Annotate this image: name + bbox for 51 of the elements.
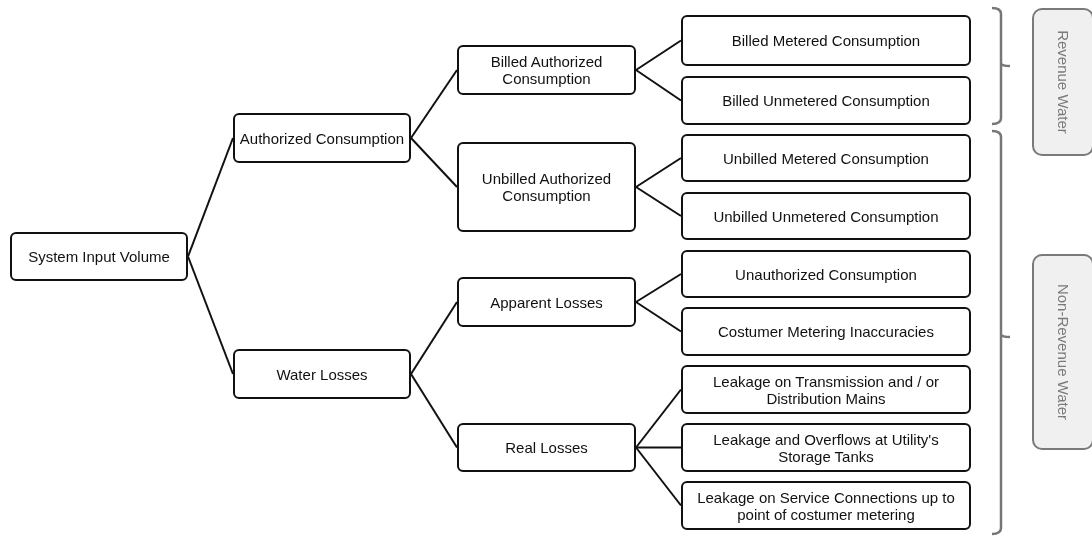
node-label: Apparent Losses bbox=[490, 293, 603, 311]
node-label: Billed Metered Consumption bbox=[731, 32, 921, 49]
process-box bbox=[681, 76, 971, 125]
node-label: Unbilled Metered Consumption bbox=[723, 149, 929, 167]
process-box bbox=[681, 423, 971, 472]
process-box bbox=[681, 307, 971, 356]
connector-line bbox=[635, 39, 682, 71]
connector-line bbox=[635, 273, 682, 303]
process-box bbox=[681, 250, 971, 298]
process-box bbox=[233, 349, 411, 399]
node-label: Billed Authorized Consumption bbox=[489, 53, 604, 87]
connector-line bbox=[635, 388, 682, 449]
connector-line bbox=[187, 137, 234, 258]
node-label: Costumer Metering Inaccuracies bbox=[718, 323, 934, 340]
node-label: Leakage and Overflows at Utility's Storage Tanks bbox=[712, 430, 940, 465]
process-box bbox=[681, 134, 971, 182]
connector-line bbox=[410, 301, 458, 375]
connector-line bbox=[187, 255, 234, 375]
node-label: Unbilled Authorized Consumption bbox=[480, 170, 613, 204]
process-box bbox=[681, 192, 971, 240]
connector-line bbox=[410, 69, 458, 139]
process-box bbox=[10, 232, 188, 281]
connector-line bbox=[410, 137, 458, 188]
node-label: Authorized Consumption bbox=[239, 129, 405, 147]
node-label: Unauthorized Consumption bbox=[735, 265, 917, 283]
node-label: Unbilled Unmetered Consumption bbox=[713, 207, 939, 225]
connector-line bbox=[635, 186, 682, 217]
process-box bbox=[233, 113, 411, 163]
connector-line bbox=[635, 301, 682, 333]
node-label: Leakage on Service Connections up to point of costumer metering bbox=[696, 488, 956, 523]
process-box bbox=[457, 45, 636, 95]
process-box bbox=[457, 423, 636, 472]
connector-line bbox=[635, 446, 682, 449]
process-box bbox=[457, 277, 636, 327]
node-label: Revenue Water bbox=[1055, 30, 1071, 134]
node-label: Water Losses bbox=[276, 365, 368, 383]
category-box bbox=[1032, 8, 1092, 156]
node-label: Billed Unmetered Consumption bbox=[722, 92, 930, 109]
connector-line bbox=[635, 446, 682, 507]
node-label: Real Losses bbox=[505, 439, 588, 456]
process-box bbox=[457, 142, 636, 232]
connector-line bbox=[635, 157, 682, 188]
process-box bbox=[681, 15, 971, 66]
connector-line bbox=[410, 373, 458, 449]
category-box bbox=[1032, 254, 1092, 450]
node-label: Leakage on Transmission and / or Distribution Mains bbox=[712, 372, 940, 407]
process-box bbox=[681, 481, 971, 530]
process-box bbox=[681, 365, 971, 414]
node-label: Non-Revenue Water bbox=[1055, 283, 1071, 421]
connector-line bbox=[635, 69, 682, 102]
node-label: System Input Volume bbox=[28, 248, 170, 265]
